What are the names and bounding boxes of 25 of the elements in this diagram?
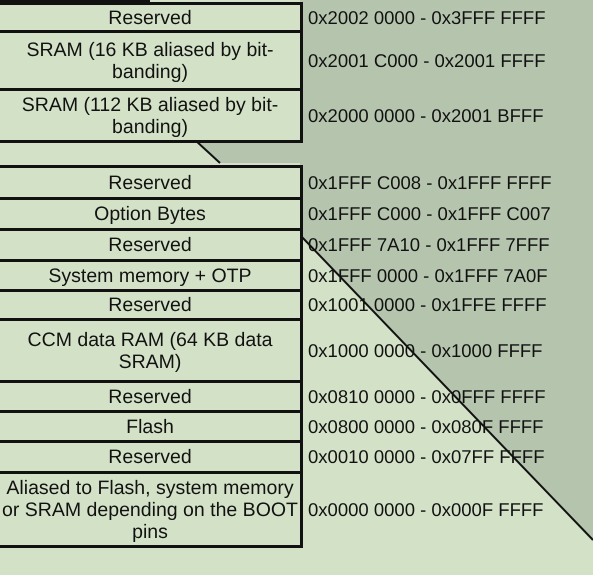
address-range: 0x1FFF C008 - 0x1FFF FFFF [308, 172, 552, 194]
region-label: Reserved [108, 6, 192, 28]
address-range: 0x1FFF 7A10 - 0x1FFF 7FFF [308, 234, 550, 256]
memory-region-box [0, 471, 303, 548]
address-range: 0x1FFF C000 - 0x1FFF C007 [308, 203, 551, 225]
memory-region-box [0, 165, 303, 200]
region-label: Reserved [108, 446, 192, 468]
region-label: CCM data RAM (64 KB data SRAM) [26, 328, 274, 372]
address-range: 0x2002 0000 - 0x3FFF FFFF [308, 6, 546, 28]
address-range: 0x1001 0000 - 0x1FFE FFFF [308, 294, 547, 316]
region-label: Reserved [108, 234, 192, 256]
region-label: System memory + OTP [48, 264, 252, 286]
address-range: 0x0000 0000 - 0x000F FFFF [308, 498, 544, 520]
region-label: SRAM (16 KB aliased by bit-banding) [25, 38, 275, 82]
region-label: Flash [126, 416, 174, 438]
region-label: Reserved [108, 172, 192, 194]
region-label: Reserved [108, 386, 192, 408]
address-range: 0x2000 0000 - 0x2001 BFFF [308, 104, 544, 126]
region-label: Reserved [108, 294, 192, 316]
memory-region-box [0, 88, 303, 143]
address-range: 0x2001 C000 - 0x2001 FFFF [308, 50, 546, 72]
region-label: SRAM (112 KB aliased by bit-banding) [20, 94, 280, 138]
memory-region-box [0, 2, 303, 33]
region-label: Option Bytes [94, 203, 206, 225]
region-label: Aliased to Flash, system memory or SRAM depending on the BOOT pins [1, 476, 299, 542]
